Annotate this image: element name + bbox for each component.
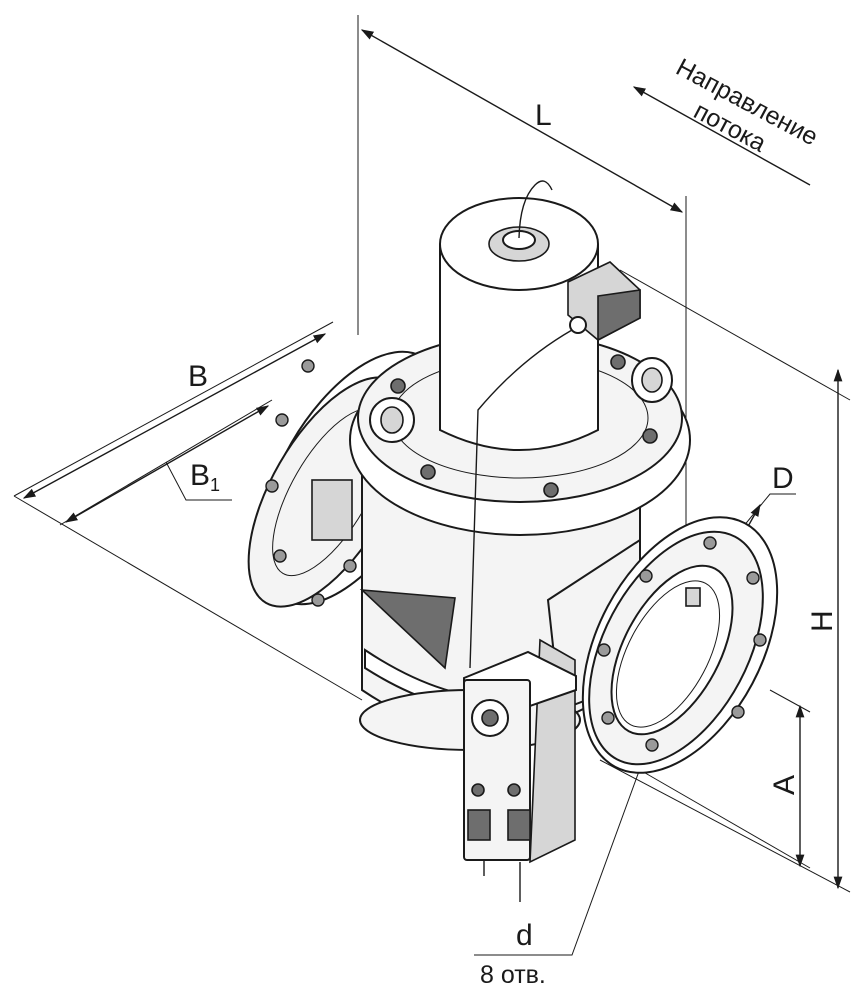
connector-box: [567, 261, 641, 342]
flow-direction-label: Направление потока: [671, 53, 822, 157]
label-D: D: [772, 462, 794, 495]
label-d: d: [516, 919, 533, 952]
label-holes: 8 отв.: [480, 961, 546, 989]
solenoid-cylinder: [439, 180, 641, 669]
label-B: B: [188, 360, 208, 393]
label-B1: B1: [190, 459, 220, 495]
actuator: [463, 638, 577, 902]
label-L: L: [535, 99, 552, 132]
right-flange: [546, 516, 779, 774]
lifting-eye-right: [631, 357, 673, 403]
lifting-eye-left: [369, 397, 415, 443]
label-H: H: [806, 610, 839, 632]
label-A: A: [768, 775, 801, 795]
